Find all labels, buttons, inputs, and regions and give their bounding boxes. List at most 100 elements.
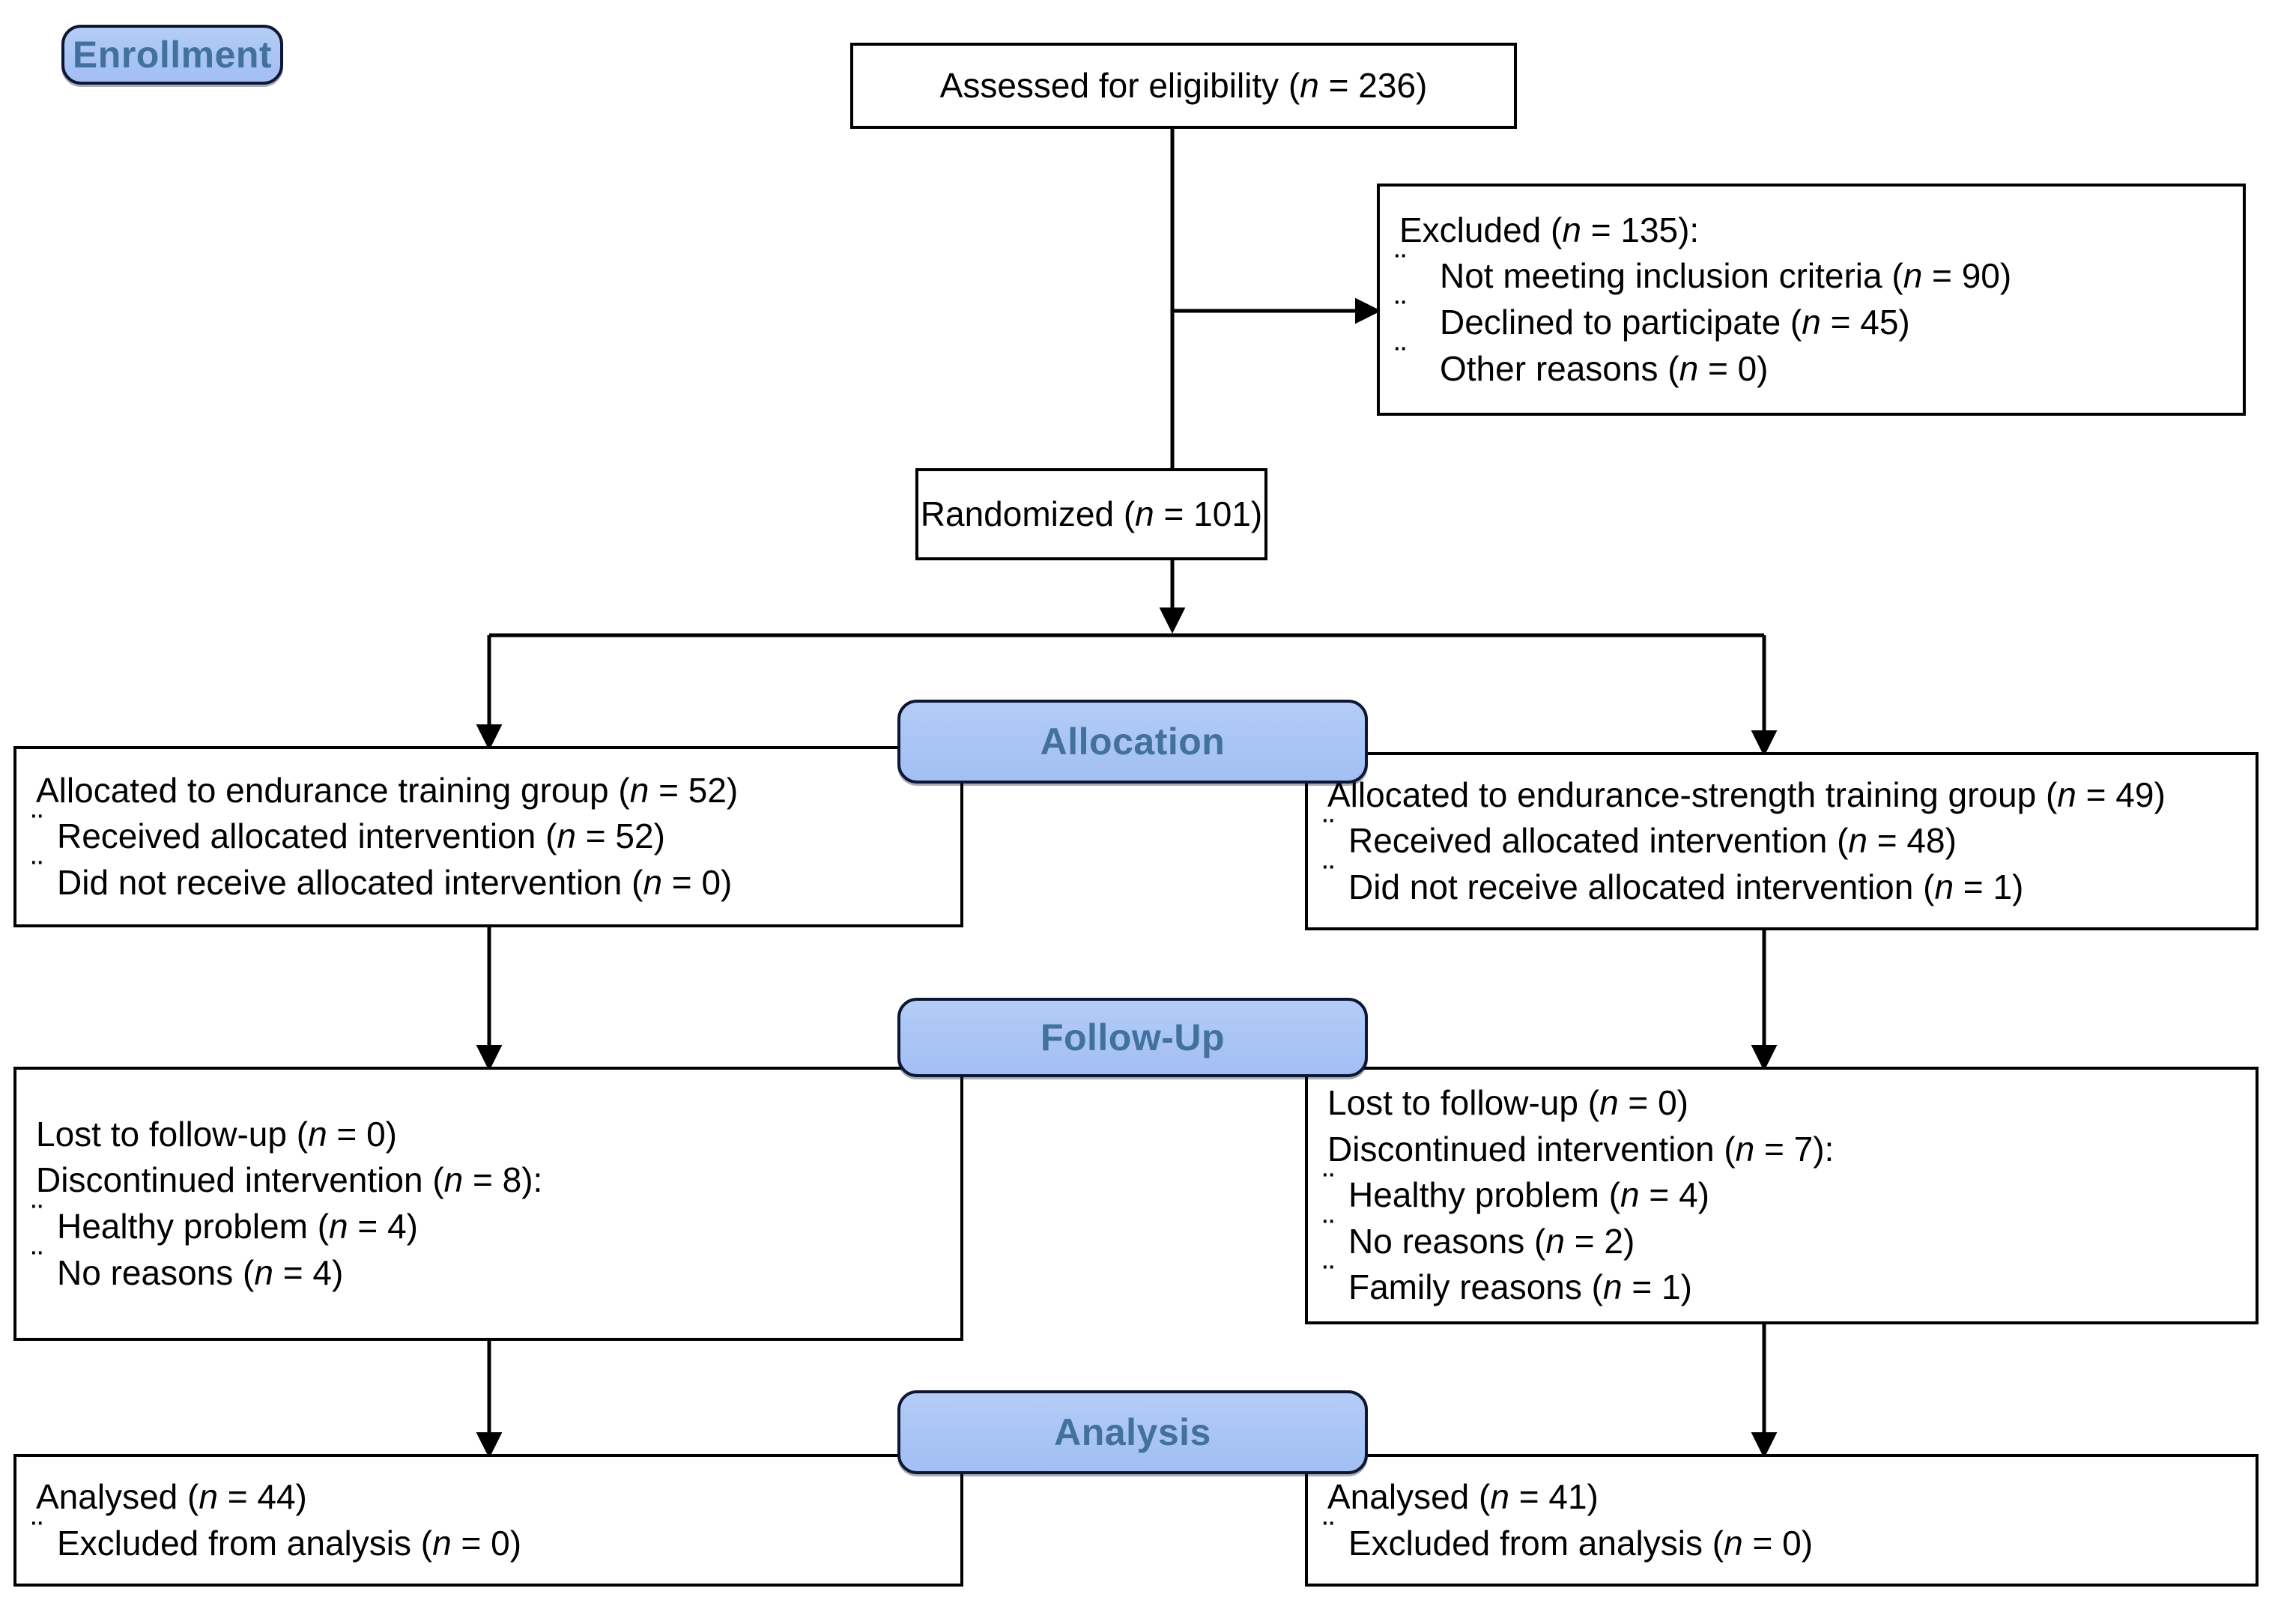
line-value: = 49) xyxy=(2076,775,2166,814)
bullet-icon: ¨ xyxy=(1395,246,1407,286)
sample-size-symbol: n xyxy=(1802,303,1821,342)
sample-size-symbol: n xyxy=(1735,1129,1755,1169)
line-text: Lost to follow-up ( xyxy=(1327,1082,1600,1122)
bullet-icon: ¨ xyxy=(1323,811,1335,851)
box-bullet-line: ¨ Other reasons (n = 0) xyxy=(1380,342,2243,393)
line-value: = 44) xyxy=(217,1476,307,1516)
box-line: Excluded (n = 135): xyxy=(1380,207,2243,254)
line-text: Did not receive allocated intervention ( xyxy=(1348,867,1935,906)
line-text: Excluded ( xyxy=(1399,210,1563,249)
line-value: = 4) xyxy=(1639,1175,1709,1215)
sample-size-symbol: n xyxy=(1903,256,1923,296)
line-value: = 0) xyxy=(451,1523,522,1563)
box-bullet-line: ¨ Received allocated intervention (n = 48… xyxy=(1308,813,2256,864)
sample-size-symbol: n xyxy=(199,1476,218,1516)
box-bullet-line: ¨Not meeting inclusion criteria (n = 90) xyxy=(1380,249,2243,300)
stage-badge-followup: Follow-Up xyxy=(897,998,1368,1077)
box-line: Randomized (n = 101) xyxy=(901,491,1282,538)
bullet-icon: ¨ xyxy=(1395,293,1407,332)
box-line: Allocated to endurance training group (n… xyxy=(16,768,960,814)
box-bullet-line: ¨Received allocated intervention (n = 52… xyxy=(16,809,960,860)
sample-size-symbol: n xyxy=(329,1207,348,1246)
line-text: Excluded from analysis ( xyxy=(1348,1523,1724,1563)
sample-size-symbol: n xyxy=(2057,775,2076,814)
line-text: Discontinued intervention ( xyxy=(1327,1129,1736,1169)
line-value: = 48) xyxy=(1867,821,1957,861)
box-line: Lost to follow-up (n = 0) xyxy=(16,1112,960,1158)
line-text: Received allocated intervention ( xyxy=(1348,821,1849,861)
line-value: = 4) xyxy=(348,1207,418,1246)
box-line: Discontinued intervention (n = 7): xyxy=(1308,1127,2256,1173)
line-value: = 135): xyxy=(1581,210,1700,249)
sample-size-symbol: n xyxy=(1135,494,1154,533)
line-value: = 2) xyxy=(1564,1221,1635,1261)
sample-size-symbol: n xyxy=(254,1252,273,1292)
line-text: Lost to follow-up ( xyxy=(36,1114,309,1154)
line-text: No reasons ( xyxy=(57,1252,255,1292)
box-bullet-line: ¨No reasons (n = 2) xyxy=(1308,1214,2256,1265)
sample-size-symbol: n xyxy=(1545,1221,1565,1261)
line-text: Discontinued intervention ( xyxy=(36,1160,444,1200)
box-line: Allocated to endurance-strength training… xyxy=(1308,772,2256,819)
line-value: = 90) xyxy=(1922,256,2012,296)
box-bullet-line: ¨ Declined to participate (n = 45) xyxy=(1380,295,2243,346)
box-bullet-line: ¨Excluded from analysis (n = 0) xyxy=(16,1516,960,1567)
line-text: Allocated to endurance-strength training… xyxy=(1327,775,2058,814)
line-text: Other reasons ( xyxy=(1440,348,1679,388)
line-value: = 45) xyxy=(1820,303,1910,342)
sample-size-symbol: n xyxy=(308,1114,327,1154)
line-text: Allocated to endurance training group ( xyxy=(36,770,630,810)
line-value: = 0) xyxy=(327,1114,397,1154)
sample-size-symbol: n xyxy=(1934,867,1954,906)
line-value: = 1) xyxy=(1622,1267,1692,1307)
sample-size-symbol: n xyxy=(432,1523,452,1563)
box-bullet-line: ¨Did not receive allocated intervention … xyxy=(16,855,960,906)
stage-label-allocation: Allocation xyxy=(1040,721,1226,763)
line-text: No reasons ( xyxy=(1348,1221,1546,1261)
box-line: Analysed (n = 41) xyxy=(1308,1474,2256,1521)
sample-size-symbol: n xyxy=(1562,210,1581,249)
bullet-icon: ¨ xyxy=(1395,339,1407,378)
bullet-icon: ¨ xyxy=(31,1197,43,1236)
stage-label-enrollment: Enrollment xyxy=(72,34,273,76)
line-value: = 1) xyxy=(1954,867,2024,906)
line-text: Declined to participate ( xyxy=(1440,303,1802,342)
line-text: Analysed ( xyxy=(36,1476,199,1516)
bullet-icon: ¨ xyxy=(1323,857,1335,897)
bullet-icon: ¨ xyxy=(31,807,43,846)
line-text: Received allocated intervention ( xyxy=(57,816,557,856)
box-followup-right: Lost to follow-up (n = 0)Discontinued in… xyxy=(1305,1067,2259,1324)
line-text: Family reasons ( xyxy=(1348,1267,1603,1307)
line-text: Healthy problem ( xyxy=(57,1207,330,1246)
box-analysis-right: Analysed (n = 41)¨Excluded from analysis… xyxy=(1305,1454,2259,1587)
sample-size-symbol: n xyxy=(643,862,663,902)
stage-badge-enrollment: Enrollment xyxy=(61,25,283,85)
stage-badge-allocation: Allocation xyxy=(897,700,1368,784)
bullet-icon: ¨ xyxy=(31,1513,43,1553)
line-value: = 8): xyxy=(463,1160,543,1200)
box-bullet-line: ¨No reasons (n = 4) xyxy=(16,1246,960,1297)
sample-size-symbol: n xyxy=(1679,348,1699,388)
line-value: = 0) xyxy=(662,862,733,902)
line-value: = 0) xyxy=(1698,348,1769,388)
box-bullet-line: ¨Healthy problem (n = 4) xyxy=(1308,1168,2256,1219)
bullet-icon: ¨ xyxy=(1323,1258,1335,1297)
line-text: Analysed ( xyxy=(1327,1476,1491,1516)
sample-size-symbol: n xyxy=(1848,821,1867,861)
line-value: = 52) xyxy=(575,816,665,856)
box-line: Discontinued intervention (n = 8): xyxy=(16,1157,960,1204)
box-bullet-line: ¨ Family reasons (n = 1) xyxy=(1308,1260,2256,1311)
bullet-icon: ¨ xyxy=(31,852,43,892)
stage-badge-analysis: Analysis xyxy=(897,1390,1368,1474)
box-line: Analysed (n = 44) xyxy=(16,1474,960,1521)
stage-label-analysis: Analysis xyxy=(1054,1411,1211,1453)
bullet-icon: ¨ xyxy=(1323,1166,1335,1205)
line-value: = 4) xyxy=(273,1252,344,1292)
sample-size-symbol: n xyxy=(1602,1267,1623,1307)
sample-size-symbol: n xyxy=(1490,1476,1509,1516)
box-followup-left: Lost to follow-up (n = 0)Discontinued in… xyxy=(13,1067,963,1341)
box-randomized: Randomized (n = 101) xyxy=(915,468,1267,560)
stage-label-followup: Follow-Up xyxy=(1040,1016,1226,1058)
line-text: Assessed for eligibility ( xyxy=(939,65,1300,105)
